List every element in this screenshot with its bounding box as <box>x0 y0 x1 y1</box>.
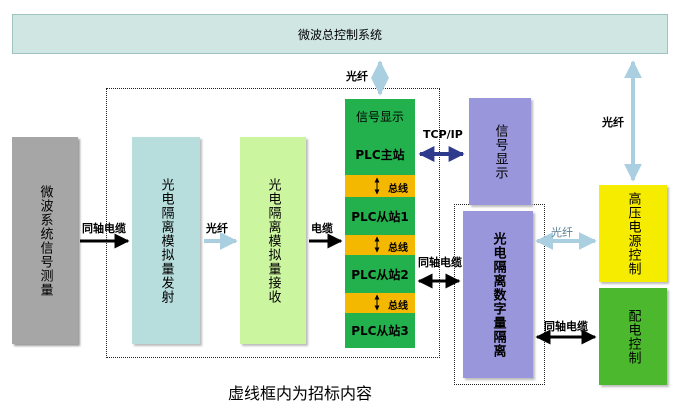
microwave-control-system: 微波总控制系统 <box>12 14 668 54</box>
plc-bus-3 <box>345 293 415 313</box>
signal-display-label: 信号显示 <box>492 123 508 180</box>
plc-slave-2-label: PLC从站2 <box>351 267 409 282</box>
bus-label-3: 总线 <box>388 301 408 312</box>
plc-master: PLC主站 <box>345 134 415 175</box>
analog-tx-block: 光电隔离模拟量发射 <box>132 137 200 344</box>
digital-iso-block: 光电隔离数字量隔离 <box>463 211 533 378</box>
hv-power-block: 高压电源控制 <box>599 185 667 282</box>
plc-slave-2: PLC从站2 <box>345 255 415 293</box>
label-fiber-right: 光纤 <box>602 116 624 129</box>
plc-display-label: 信号显示 <box>355 110 404 124</box>
analog-rx-label: 光电隔离模拟量接收 <box>265 177 281 304</box>
plc-bus-1 <box>345 175 415 197</box>
label-coax-1: 同轴电缆 <box>82 222 126 235</box>
label-coax-2: 同轴电缆 <box>418 256 462 269</box>
plc-slave-1: PLC从站1 <box>345 197 415 235</box>
bid-scope-frame <box>106 88 440 358</box>
signal-measure-label: 微波系统信号测量 <box>37 184 53 297</box>
signal-display-block: 信号显示 <box>469 98 531 205</box>
plc-slave-3-label: PLC从站3 <box>351 324 409 338</box>
bus-label-1: 总线 <box>388 184 408 195</box>
label-tcpip: TCP/IP <box>423 128 463 141</box>
plc-slave-1-label: PLC从站1 <box>351 209 409 224</box>
plc-column: 信号显示 PLC主站 PLC从站1 PLC从站2 PLC从站3 <box>345 99 415 348</box>
label-cable: 电缆 <box>311 222 333 235</box>
analog-tx-label: 光电隔离模拟量发射 <box>158 177 174 304</box>
analog-rx-block: 光电隔离模拟量接收 <box>240 137 306 344</box>
plc-master-label: PLC主站 <box>355 148 405 162</box>
label-fiber-mid: 光纤 <box>206 222 228 235</box>
power-dist-label: 配电控制 <box>625 308 641 365</box>
plc-bus-2 <box>345 235 415 255</box>
digital-iso-label: 光电隔离数字量隔离 <box>490 231 506 358</box>
caption: 虚线框内为招标内容 <box>228 384 373 403</box>
power-dist-block: 配电控制 <box>599 288 667 385</box>
bus-label-2: 总线 <box>388 243 408 254</box>
hv-power-label: 高压电源控制 <box>625 191 641 276</box>
label-coax-3: 同轴电缆 <box>544 320 588 333</box>
microwave-control-system-label: 微波总控制系统 <box>297 27 382 42</box>
label-fiber-digital: 光纤 <box>551 226 573 239</box>
signal-measure-block: 微波系统信号测量 <box>12 137 78 344</box>
plc-slave-3: PLC从站3 <box>345 313 415 348</box>
plc-display: 信号显示 <box>345 99 415 134</box>
label-fiber-top: 光纤 <box>346 70 368 83</box>
